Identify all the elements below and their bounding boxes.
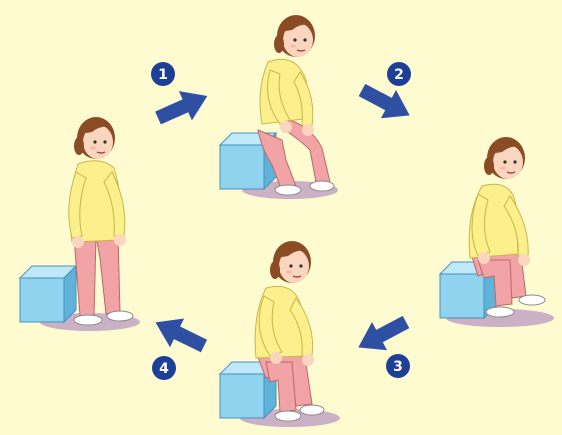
figure-step-2 <box>440 137 554 327</box>
step-number-2: 2 <box>394 67 404 83</box>
figure-step-4 <box>20 117 140 331</box>
step-badge-3: 3 <box>386 354 410 378</box>
figure-step-1 <box>220 15 338 199</box>
step-badge-4: 4 <box>152 356 176 380</box>
step-badge-2: 2 <box>387 62 411 86</box>
arrow-step-2 <box>354 76 417 130</box>
step-number-3: 3 <box>393 359 403 375</box>
step-badge-1: 1 <box>151 62 175 86</box>
step-number-1: 1 <box>158 67 168 83</box>
figure-step-3 <box>220 241 340 427</box>
arrow-step-4 <box>148 308 211 360</box>
arrow-step-3 <box>351 308 414 362</box>
arrow-step-1 <box>151 81 213 132</box>
step-number-4: 4 <box>159 361 169 377</box>
